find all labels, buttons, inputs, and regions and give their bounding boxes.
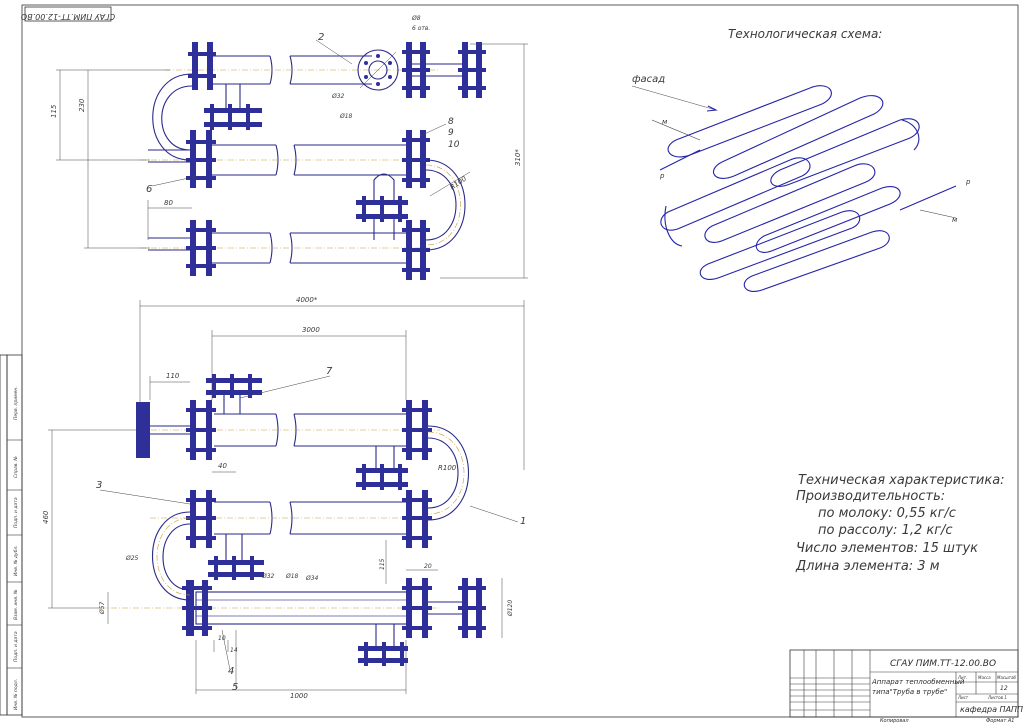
col-lit: Лит. bbox=[957, 675, 967, 680]
dim-115: 115 bbox=[50, 104, 58, 118]
callout-2: 2 bbox=[318, 32, 324, 43]
callout-1: 1 bbox=[520, 516, 526, 527]
callout-4: 4 bbox=[228, 666, 234, 677]
dim-1000: 1000 bbox=[290, 692, 308, 700]
top-u-bends bbox=[152, 73, 466, 251]
dim-d120: Ø120 bbox=[507, 600, 514, 617]
front-flanges bbox=[182, 400, 486, 638]
callout-6: 6 bbox=[146, 184, 152, 195]
callout-7: 7 bbox=[326, 366, 333, 377]
front-view: 4000* 3000 110 40 460 R100 Ø25 Ø32 Ø18 Ø… bbox=[42, 296, 526, 700]
callout-d32: Ø32 bbox=[331, 93, 345, 100]
label-p-right: р bbox=[965, 178, 971, 186]
sheet-number: 12 bbox=[1000, 685, 1008, 692]
sheets-label: Листов 1 bbox=[987, 695, 1007, 700]
dim-4000: 4000* bbox=[296, 296, 318, 304]
dim-d34: Ø34 bbox=[305, 575, 319, 582]
format-label: Формат А1 bbox=[986, 718, 1014, 724]
dim-310: 310* bbox=[514, 149, 522, 166]
dim-d18: Ø18 bbox=[285, 573, 299, 580]
callout-3: 3 bbox=[96, 480, 102, 491]
tech-line-2: по молоку: 0,55 кг/с bbox=[818, 506, 956, 521]
dim-d57: Ø57 bbox=[99, 601, 106, 615]
title-code: СГАУ ПИМ.ТТ-12.00.ВО bbox=[890, 659, 996, 669]
callout-9: 9 bbox=[448, 128, 454, 138]
tech-line-4: Число элементов: 15 штук bbox=[796, 541, 978, 556]
dim-14: 14 bbox=[230, 647, 238, 654]
callout-10: 10 bbox=[448, 140, 460, 150]
copied-label: Копировал bbox=[880, 718, 909, 724]
svg-text:Инв. № подл.: Инв. № подл. bbox=[13, 679, 19, 710]
dim-80: 80 bbox=[164, 199, 173, 207]
dim-110: 110 bbox=[166, 372, 180, 380]
top-flanges-left bbox=[186, 42, 216, 276]
svg-text:Подп. и дата: Подп. и дата bbox=[13, 631, 19, 662]
department: кафедра ПАПП bbox=[960, 705, 1023, 714]
svg-text:Взам. инв. №: Взам. инв. № bbox=[13, 589, 19, 620]
tech-characteristics: Техническая характеристика: Производител… bbox=[795, 473, 1005, 574]
callout-8: 8 bbox=[448, 117, 454, 127]
tech-line-1: Производительность: bbox=[796, 489, 945, 504]
dim-460: 460 bbox=[42, 510, 50, 524]
label-m-left: м bbox=[662, 118, 668, 126]
front-connectors bbox=[206, 374, 408, 666]
stamp-box bbox=[24, 6, 112, 22]
callout-5: 5 bbox=[232, 682, 238, 693]
svg-text:Подп. и дата: Подп. и дата bbox=[13, 497, 19, 528]
title-name-2: типа"Труба в трубе" bbox=[872, 688, 947, 696]
stamp-rotated: СГАУ ПИМ.ТТ-12.00.ВО bbox=[21, 12, 115, 21]
col-mass: Масса bbox=[978, 675, 991, 680]
tech-title: Техническая характеристика: bbox=[798, 473, 1005, 488]
tech-line-3: по рассолу: 1,2 кг/с bbox=[818, 523, 953, 538]
top-flanges-right bbox=[402, 42, 486, 280]
dim-r100-front: R100 bbox=[438, 464, 457, 472]
process-scheme: Технологическая схема: фасад м р р м bbox=[631, 27, 971, 292]
dim-3000: 3000 bbox=[302, 326, 320, 334]
top-connector-block bbox=[204, 84, 408, 240]
facade-label: фасад bbox=[632, 74, 665, 85]
dim-230: 230 bbox=[78, 98, 86, 112]
dim-d25: Ø25 bbox=[125, 555, 139, 562]
callout-d8: Ø8 bbox=[411, 15, 421, 22]
callout-6-holes: 6 отв. bbox=[412, 25, 430, 32]
dim-40: 40 bbox=[218, 462, 227, 470]
top-view: 115 230 310* 80 R100 2 6 8 9 10 Ø8 6 отв… bbox=[50, 15, 528, 280]
svg-text:Справ. №: Справ. № bbox=[13, 456, 19, 478]
top-pipe-row-3 bbox=[140, 232, 430, 264]
inner-frame bbox=[21, 4, 1019, 718]
col-scale: Масштаб bbox=[997, 675, 1017, 680]
scheme-title: Технологическая схема: bbox=[728, 27, 882, 41]
side-strip: Перв. примен. Справ. № Подп. и дата Инв.… bbox=[0, 354, 23, 716]
flange-detail bbox=[357, 49, 399, 91]
dim-20: 20 bbox=[424, 563, 432, 570]
label-p-left: р bbox=[659, 172, 665, 180]
sheet-label: Лист bbox=[957, 695, 969, 700]
callout-d18: Ø18 bbox=[339, 113, 353, 120]
title-name-1: Аппарат теплообменный bbox=[871, 678, 965, 686]
dim-10: 10 bbox=[218, 635, 226, 642]
title-block: СГАУ ПИМ.ТТ-12.00.ВО Аппарат теплообменн… bbox=[789, 649, 1023, 724]
dim-d32: Ø32 bbox=[261, 573, 275, 580]
tech-line-5: Длина элемента: 3 м bbox=[795, 559, 940, 574]
dim-r100-top: R100 bbox=[449, 174, 469, 191]
dim-115-front: 115 bbox=[379, 558, 386, 570]
svg-text:Инв. № дубл.: Инв. № дубл. bbox=[13, 545, 19, 576]
label-m-right: м bbox=[952, 216, 958, 224]
svg-text:Перв. примен.: Перв. примен. bbox=[13, 386, 19, 420]
scheme-loops bbox=[659, 85, 957, 292]
